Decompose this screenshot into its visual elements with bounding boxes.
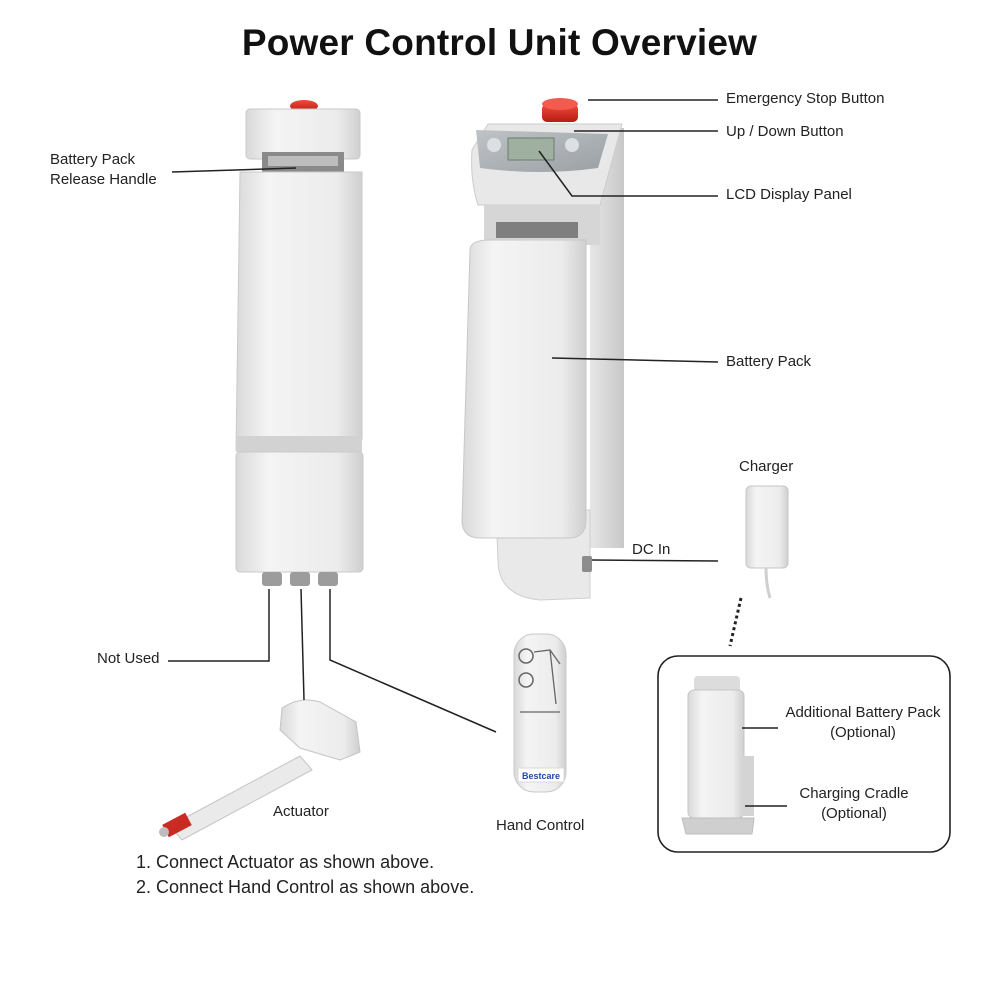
label-line: Charging Cradle [799,785,909,802]
hand-control-image [513,633,567,793]
label-additional-battery-pack: Additional Battery Pack (Optional) [778,703,948,743]
label-line: Battery Pack [50,151,136,168]
power-unit-front [235,100,364,586]
charging-cradle-image [681,756,755,835]
label-line: Release Handle [50,171,157,188]
dc-in-port [582,556,592,572]
down-arrow-icon [565,138,579,152]
instruction-steps: 1. Connect Actuator as shown above. 2. C… [136,850,474,900]
label-line: (Optional) [830,724,896,741]
label-hand-control: Hand Control [496,817,585,834]
optional-accessories-box [657,655,951,853]
label-charger: Charger [739,458,794,475]
down-button-icon [518,672,534,688]
actuator-end-cap [162,812,192,838]
label-charging-cradle: Charging Cradle (Optional) [784,784,924,824]
label-emergency-stop-button: Emergency Stop Button [726,90,885,107]
connector-ports [262,572,338,586]
page-title: Power Control Unit Overview [241,22,758,63]
up-button-icon [518,648,534,664]
label-battery-pack-release-handle: Battery Pack Release Handle [50,150,157,190]
label-up-down-button: Up / Down Button [726,123,844,140]
hand-control-brand-logo: Bestcare [522,771,560,781]
charger-image [745,485,789,599]
additional-battery-image [687,676,745,819]
instruction-step: 1. Connect Actuator as shown above. [136,852,435,872]
label-actuator: Actuator [273,803,329,820]
power-unit-angled [461,98,624,601]
label-line: Additional Battery Pack [785,704,941,721]
leader-lines [168,99,787,807]
label-dc-in: DC In [632,541,671,558]
lift-icon [520,649,561,713]
lcd-screen [507,137,555,161]
label-lcd-display-panel: LCD Display Panel [726,186,852,203]
label-not-used: Not Used [97,650,160,667]
instruction-step: 2. Connect Hand Control as shown above. [136,877,475,897]
actuator-image [159,699,361,841]
up-arrow-icon [487,138,501,152]
label-line: (Optional) [821,805,887,822]
label-battery-pack: Battery Pack [726,353,812,370]
